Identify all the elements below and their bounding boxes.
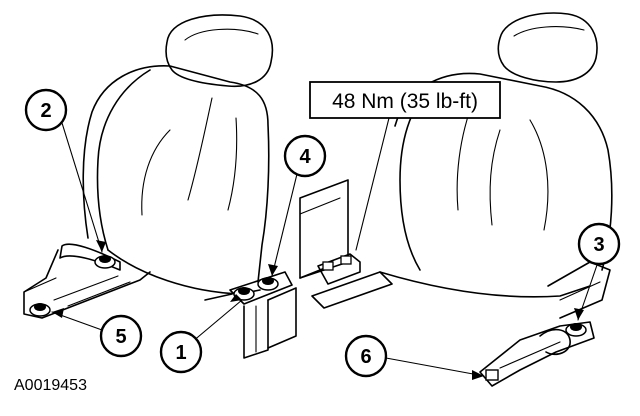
torque-label-text: 48 Nm (35 lb-ft): [332, 90, 478, 113]
figure-id: A0019453: [14, 377, 87, 394]
arrow-head-2: [96, 240, 106, 252]
bolt-front-left-icon: [29, 303, 51, 317]
callout-3: 3: [577, 222, 621, 266]
arrow-head-1: [230, 294, 242, 302]
right-seat: [379, 12, 613, 387]
arrow-head-4: [268, 264, 278, 276]
arrow-head-5: [52, 308, 64, 318]
bolt-rear-left-icon: [94, 255, 116, 269]
bolt-front-right-icon: [485, 369, 499, 381]
callout-4-label: 4: [299, 146, 311, 168]
callout-6-label: 6: [360, 346, 371, 368]
callout-1: 1: [159, 330, 203, 374]
callout-5: 5: [99, 314, 143, 358]
callout-1-label: 1: [175, 342, 186, 364]
leader-lines: [51, 109, 598, 380]
callout-4: 4: [283, 134, 327, 178]
bolt-rear-inner-left-icon: [257, 277, 279, 291]
bolt-center-left-icon: [322, 261, 334, 271]
callout-5-label: 5: [115, 326, 126, 348]
callout-6: 6: [344, 334, 388, 378]
torque-label: 48 Nm (35 lb-ft): [309, 81, 501, 119]
arrow-head-3: [574, 308, 584, 320]
callout-2-label: 2: [40, 100, 51, 122]
arrow-head-6: [472, 370, 484, 380]
center-bracket: [299, 179, 393, 309]
left-seat: [23, 14, 297, 359]
bolt-center-right-icon: [340, 255, 352, 265]
callout-3-label: 3: [593, 234, 604, 256]
callout-2: 2: [24, 88, 68, 132]
